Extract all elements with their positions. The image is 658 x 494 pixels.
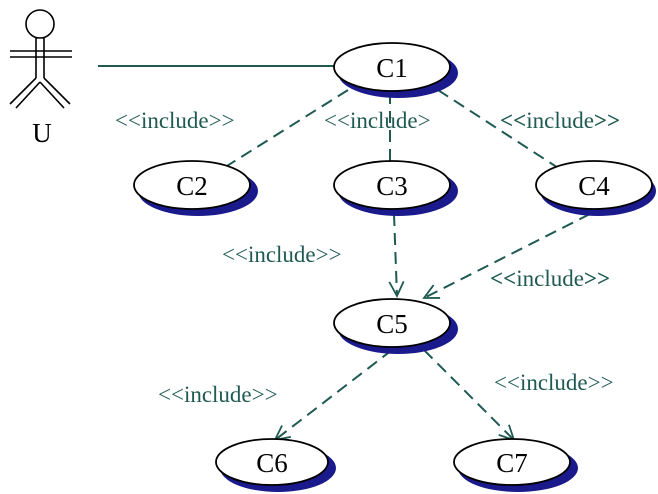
actor-stick-figure-icon xyxy=(9,9,72,109)
include-arrow-c1-c4 xyxy=(437,89,586,186)
include-label-c4-c5: <<include>> xyxy=(490,266,610,291)
include-label-c4-c5-prefix: << xyxy=(490,266,516,291)
use-case-c4[interactable]: C4 xyxy=(535,160,656,216)
use-case-c6[interactable]: C6 xyxy=(215,438,336,492)
actor-u: U xyxy=(9,9,72,148)
include-arrow-c1-c2 xyxy=(195,89,349,186)
include-arrow-c4-c5 xyxy=(424,213,591,298)
use-case-c5-label: C5 xyxy=(376,309,408,339)
use-case-c7[interactable]: C7 xyxy=(453,438,578,492)
include-label-c1-c4: <<include>> xyxy=(500,108,620,133)
use-case-c2[interactable]: C2 xyxy=(133,160,258,216)
include-label-c1-c3: <<include> xyxy=(324,108,431,133)
include-label-c5-c7: <<include>> xyxy=(494,370,614,395)
include-label-c1-c2: <<include>> xyxy=(115,108,235,133)
include-arrow-c3-c5 xyxy=(394,213,397,296)
include-label-c5-c6: <<include>> xyxy=(158,382,278,407)
include-arrow-c5-c6 xyxy=(275,349,393,440)
actor-label: U xyxy=(32,118,52,148)
include-label-c4-c5-suffix: >> xyxy=(584,266,610,291)
use-case-c6-label: C6 xyxy=(256,448,288,478)
use-case-c3-label: C3 xyxy=(376,171,408,201)
use-case-c7-label: C7 xyxy=(496,448,528,478)
use-case-c2-label: C2 xyxy=(176,171,208,201)
include-arrow-c5-c7 xyxy=(423,349,514,440)
use-case-c3[interactable]: C3 xyxy=(333,160,458,216)
include-label-c4-c5-text: include xyxy=(516,266,584,291)
include-label-c1-c4-text: include xyxy=(526,108,594,133)
include-label-c1-c4-suffix: >> xyxy=(594,108,620,133)
use-case-c4-label: C4 xyxy=(578,171,610,201)
use-case-c5[interactable]: C5 xyxy=(333,298,458,354)
use-case-c1-label: C1 xyxy=(376,53,408,83)
use-case-c1[interactable]: C1 xyxy=(333,42,458,98)
include-label-c1-c4-prefix: << xyxy=(500,108,526,133)
include-label-c3-c5: <<include>> xyxy=(222,242,342,267)
